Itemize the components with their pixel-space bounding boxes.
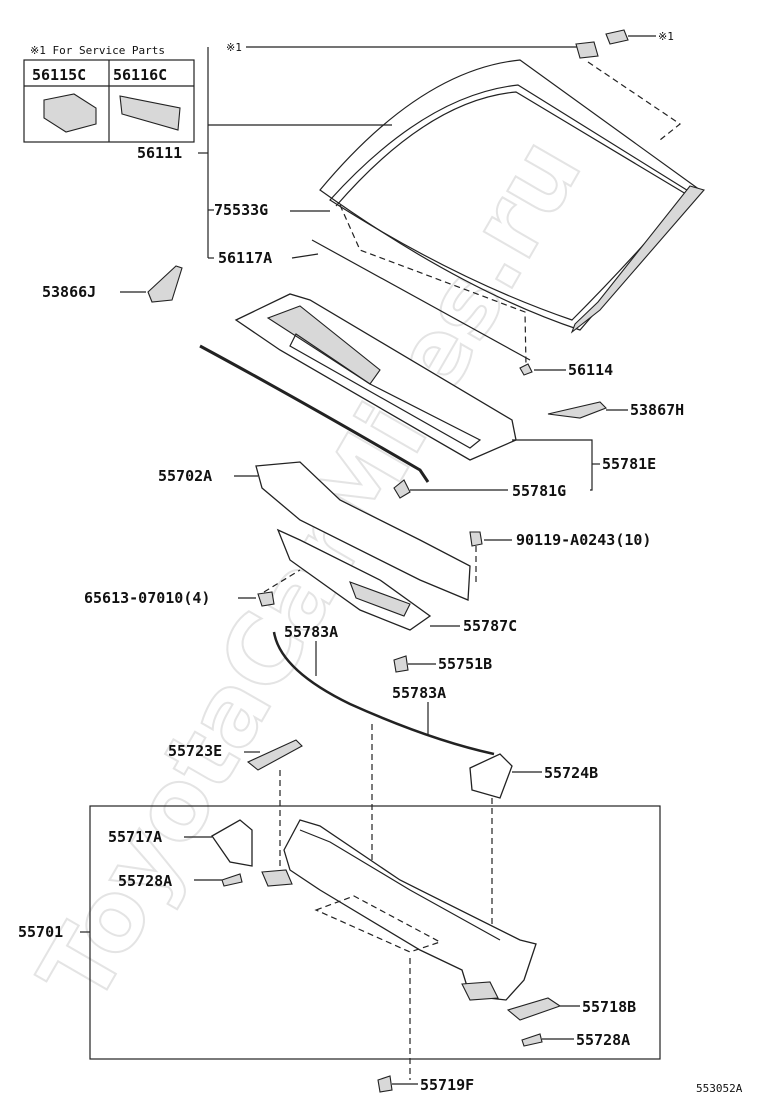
label-55781G: 55781G bbox=[512, 482, 566, 500]
label-55717A: 55717A bbox=[108, 828, 162, 846]
note-mark-left: ※1 bbox=[226, 41, 242, 54]
label-55728A-lower: 55728A bbox=[576, 1031, 630, 1049]
part-56116C-icon bbox=[119, 95, 181, 131]
label-55751B: 55751B bbox=[438, 655, 492, 673]
service-parts-box: ※1 For Service Parts 56115C 56116C bbox=[23, 44, 195, 143]
bolt-90119-icon bbox=[469, 531, 483, 547]
note-mark-top-right: ※1 bbox=[658, 30, 674, 43]
label-55781E: 55781E bbox=[602, 455, 656, 473]
cowl-lower-panel-55702A bbox=[255, 461, 471, 601]
diagram-code: 553052A bbox=[696, 1082, 743, 1095]
cowl-top-panel bbox=[234, 293, 517, 461]
cowl-panel-55787C bbox=[276, 528, 432, 631]
clip-55751B-icon bbox=[393, 655, 409, 673]
bracket-55723E-icon bbox=[246, 739, 303, 771]
label-55701: 55701 bbox=[18, 923, 63, 941]
bracket-55724B-icon bbox=[469, 753, 513, 799]
bracket-53867H-icon bbox=[547, 401, 607, 419]
weatherstrip-seal bbox=[199, 344, 430, 483]
cowl-reinforcement-55701 bbox=[261, 819, 537, 1001]
clip-55781G-icon bbox=[393, 479, 411, 499]
label-56116C: 56116C bbox=[113, 66, 167, 84]
clip-note-icon bbox=[605, 29, 629, 45]
grommet-55719F-icon bbox=[377, 1075, 393, 1093]
label-55718B: 55718B bbox=[582, 998, 636, 1016]
bracket-55717A-icon bbox=[211, 819, 253, 867]
label-55728A-upper: 55728A bbox=[118, 872, 172, 890]
label-55783A-lower: 55783A bbox=[392, 684, 446, 702]
seal-55783A bbox=[272, 631, 495, 756]
label-53867H: 53867H bbox=[630, 401, 684, 419]
label-56111: 56111 bbox=[137, 144, 182, 162]
clip-55728A-upper-icon bbox=[221, 873, 243, 887]
label-75533G: 75533G bbox=[214, 201, 268, 219]
bracket-53866J-icon bbox=[147, 265, 183, 303]
label-56114: 56114 bbox=[568, 361, 613, 379]
label-55787C: 55787C bbox=[463, 617, 517, 635]
label-55723E: 55723E bbox=[168, 742, 222, 760]
part-56115C-icon bbox=[43, 93, 97, 133]
windshield-glass bbox=[311, 59, 705, 367]
label-56115C: 56115C bbox=[32, 66, 86, 84]
label-55719F: 55719F bbox=[420, 1076, 474, 1094]
nut-65613-icon bbox=[257, 591, 275, 607]
molding-75533G bbox=[570, 185, 705, 334]
label-55783A-upper: 55783A bbox=[284, 623, 338, 641]
label-55724B: 55724B bbox=[544, 764, 598, 782]
label-90119-A0243: 90119-A0243(10) bbox=[516, 531, 651, 549]
bracket-55718B-icon bbox=[506, 997, 562, 1021]
windshield-clip-icon bbox=[575, 41, 599, 59]
label-65613-07010: 65613-07010(4) bbox=[84, 589, 210, 607]
label-55702A: 55702A bbox=[158, 467, 212, 485]
clip-55728A-lower-icon bbox=[521, 1033, 543, 1047]
service-parts-title: ※1 For Service Parts bbox=[30, 44, 165, 57]
label-53866J: 53866J bbox=[42, 283, 96, 301]
label-56117A: 56117A bbox=[218, 249, 272, 267]
spacer-56114-icon bbox=[519, 363, 533, 376]
